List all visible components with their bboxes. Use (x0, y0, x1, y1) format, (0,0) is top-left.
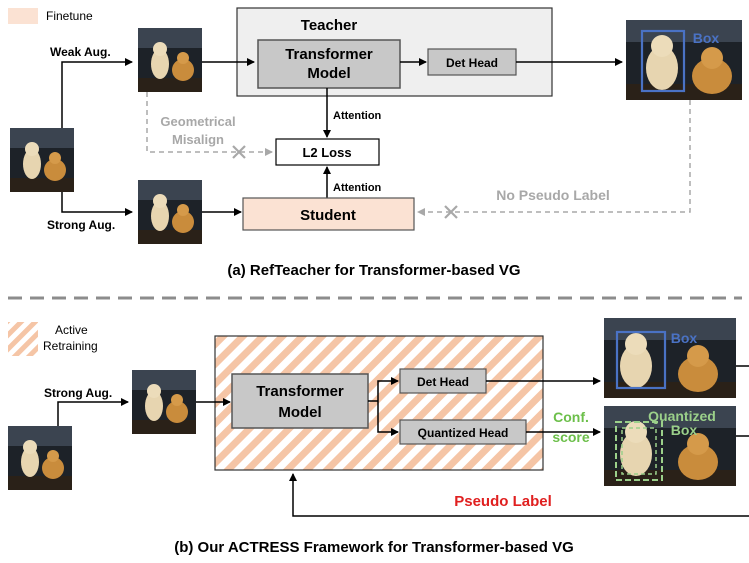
teacher-transformer-box (257, 39, 401, 89)
teacher-det-head-label: Det Head (446, 56, 498, 70)
quantized-output-image (604, 406, 736, 486)
arrow-source-to-strong-b (57, 398, 129, 426)
student-box (242, 197, 415, 231)
arrow-source-to-weak (61, 58, 133, 128)
actress-transformer-label-1: Transformer (256, 383, 344, 400)
geometrical-label: Geometrical (160, 114, 235, 129)
actress-det-head-label: Det Head (417, 375, 469, 389)
strong-aug-image-b (132, 370, 196, 434)
strong-aug-label-b: Strong Aug. (44, 386, 112, 400)
arrow-pseudo-label (289, 473, 749, 517)
legend-active-label-2: Retraining (43, 339, 98, 353)
teacher-det-head-box (427, 48, 517, 76)
l2-loss-label: L2 Loss (302, 145, 351, 160)
arrow-to-quantized-head (377, 401, 399, 436)
weak-aug-image (138, 28, 202, 92)
quantized-head-box (399, 419, 527, 445)
legend-finetune-swatch (8, 8, 38, 24)
teacher-transformer-label-2: Model (307, 65, 350, 82)
box-label-a: Box (693, 30, 720, 46)
actress-transformer-label-2: Model (278, 404, 321, 421)
misalign-label: Misalign (172, 132, 224, 147)
quantized-box-label-2: Box (671, 422, 698, 438)
legend-finetune-label: Finetune (46, 9, 93, 23)
misalign-cross-icon (232, 145, 246, 159)
teacher-output-image (626, 20, 742, 100)
quantized-box-label-1: Quantized (648, 408, 716, 424)
teacher-label: Teacher (301, 17, 358, 34)
quantized-head-label: Quantized Head (418, 426, 509, 440)
pseudo-label: Pseudo Label (454, 493, 552, 510)
teacher-output-bbox (640, 29, 686, 93)
det-output-bbox (615, 330, 667, 390)
arrow-to-det-head (377, 377, 399, 401)
quantized-output-bbox-inner (621, 427, 657, 475)
arrow-no-pseudo-label (417, 100, 691, 216)
attention-top-label: Attention (333, 110, 382, 122)
teacher-transformer-label-1: Transformer (285, 46, 373, 63)
source-image-b (8, 426, 72, 490)
no-pseudo-label: No Pseudo Label (496, 187, 610, 203)
legend-active-swatch (8, 322, 38, 356)
strong-aug-label-a: Strong Aug. (47, 218, 115, 232)
source-image-a (10, 128, 74, 192)
no-pseudo-cross-icon (444, 205, 458, 219)
arrow-source-to-strong (61, 192, 133, 216)
strong-aug-image-a (138, 180, 202, 244)
weak-aug-label: Weak Aug. (50, 45, 111, 59)
conf-label-2: score (552, 429, 590, 445)
arrow-geometrical-misalign (146, 92, 273, 156)
conf-label-1: Conf. (553, 409, 589, 425)
quantized-output-bbox (615, 421, 663, 481)
caption-a: (a) RefTeacher for Transformer-based VG (227, 262, 520, 279)
actress-transformer-box (231, 373, 369, 429)
attention-bottom-label: Attention (333, 182, 382, 194)
caption-b: (b) Our ACTRESS Framework for Transforme… (174, 539, 574, 556)
l2-loss-box (275, 138, 380, 166)
box-label-b: Box (671, 330, 698, 346)
actress-det-head-box (399, 368, 487, 394)
student-label: Student (300, 207, 356, 224)
legend-active-label-1: Active (55, 323, 88, 337)
